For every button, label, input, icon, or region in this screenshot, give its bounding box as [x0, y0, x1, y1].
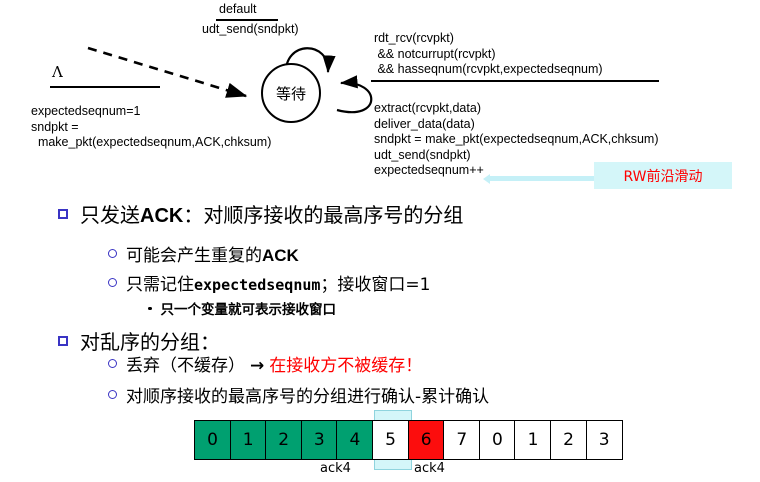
fsm-state-label: 等待 [275, 84, 306, 103]
bullet-text: 对乱序的分组： [80, 330, 220, 354]
bullet-item-single-variable: 只一个变量就可表示接收窗口 [148, 298, 336, 318]
bullet-item-remember-expectedseqnum: 只需记住 expectedseqnum ；接收窗口=1 [108, 270, 431, 295]
dot-bullet-icon [148, 306, 152, 310]
fsm-default-underline [216, 19, 278, 21]
fsm-lambda-label: Λ [52, 63, 63, 81]
sequence-box: 2 [550, 420, 588, 460]
bullet-text-mono: ACK [140, 205, 184, 227]
sequence-box: 0 [478, 420, 516, 460]
callout-arrow [483, 173, 594, 184]
sequence-box: 6 [407, 420, 445, 460]
sequence-box: 7 [443, 420, 481, 460]
circle-bullet-icon [108, 359, 117, 368]
ack-label-right: ack4 [414, 461, 445, 476]
sequence-box: 2 [265, 420, 303, 460]
circle-bullet-icon [108, 278, 117, 287]
square-bullet-icon [58, 209, 68, 219]
fsm-condition: rdt_rcv(rcvpkt) && notcurrupt(rcvpkt) &&… [374, 31, 603, 76]
bullet-item-duplicate-ack: 可能会产生重复的 ACK [108, 241, 299, 266]
bullet-text-prefix: 可能会产生重复的 [126, 246, 262, 266]
sequence-box: 3 [585, 420, 623, 460]
fsm-condition-underline [371, 80, 659, 82]
bullet-item-cumulative-ack: 对顺序接收的最高序号的分组进行确认-累计确认 [108, 382, 489, 407]
bullet-text-mono: ACK [262, 246, 299, 265]
sequence-box: 4 [336, 420, 374, 460]
callout-rw-slide: RW前沿滑动 [594, 162, 732, 189]
bullet-text-suffix: ：对顺序接收的最高序号的分组 [183, 203, 464, 227]
fsm-init-actions: expectedseqnum=1 sndpkt = make_pkt(expec… [31, 104, 272, 149]
bullet-text-prefix: 丢弃（不缓存） [126, 356, 245, 376]
fsm-lambda-underline [50, 86, 160, 88]
bullet-text-suffix: ；接收窗口=1 [320, 275, 431, 295]
bullet-text-mono: expectedseqnum [194, 276, 321, 294]
sequence-box: 1 [229, 420, 267, 460]
sequence-box: 0 [194, 420, 231, 460]
fsm-state-wait: 等待 [261, 63, 321, 123]
circle-bullet-icon [108, 249, 117, 258]
ack-label-left: ack4 [320, 461, 351, 476]
circle-bullet-icon [108, 390, 117, 399]
square-bullet-icon [58, 336, 68, 346]
right-arrow-icon: → [250, 356, 265, 376]
bullet-item-ack-only: 只发送 ACK ：对顺序接收的最高序号的分组 [58, 199, 463, 228]
bullet-item-out-of-order: 对乱序的分组： [58, 326, 220, 355]
bullet-text: 只一个变量就可表示接收窗口 [160, 302, 337, 318]
fsm-default-action: udt_send(sndpkt) [202, 22, 299, 36]
sequence-box: 3 [300, 420, 338, 460]
bullet-text: 对顺序接收的最高序号的分组进行确认-累计确认 [126, 387, 490, 407]
bullet-text-prefix: 只需记住 [126, 275, 194, 295]
fsm-actions: extract(rcvpkt,data) deliver_data(data) … [374, 101, 659, 177]
bullet-item-discard: 丢弃（不缓存） → 在接收方不被缓存！ [108, 351, 422, 376]
sequence-box: 5 [372, 420, 410, 460]
bullet-text-highlight: 在接收方不被缓存！ [269, 356, 423, 376]
fsm-default-label: default [219, 2, 257, 16]
bullet-text-prefix: 只发送 [80, 203, 140, 227]
sequence-box: 1 [514, 420, 552, 460]
